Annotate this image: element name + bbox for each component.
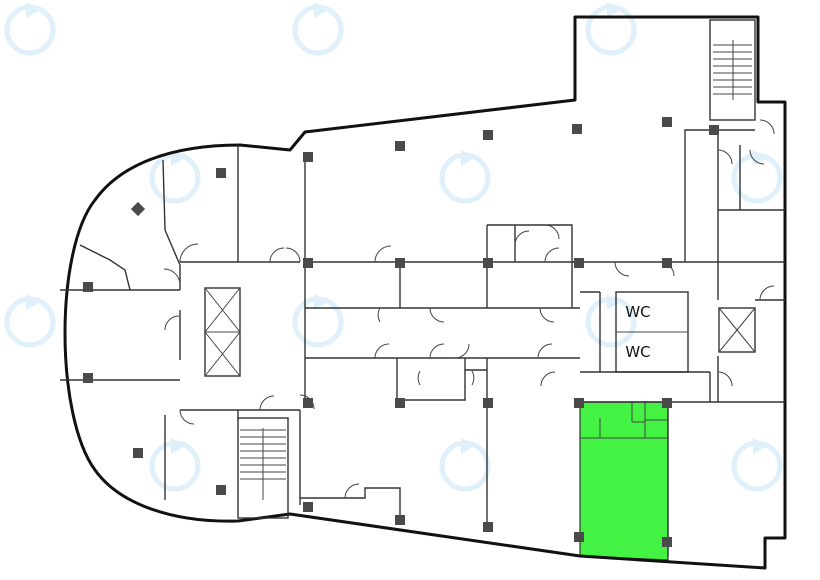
column — [574, 532, 584, 542]
structural-columns — [83, 117, 719, 547]
column — [130, 201, 146, 217]
refresh-arrow-icon — [4, 294, 56, 348]
column — [574, 258, 584, 268]
refresh-arrow-icon — [439, 438, 491, 492]
refresh-arrow-icon — [731, 438, 783, 492]
column — [395, 258, 405, 268]
refresh-arrow-icon — [731, 150, 783, 204]
wc-block: WC WC — [615, 291, 689, 373]
column — [662, 398, 672, 408]
building-outline — [63, 15, 787, 570]
column — [483, 398, 493, 408]
stairs-top — [709, 19, 756, 121]
refresh-arrow-icon — [292, 294, 344, 348]
column — [216, 168, 226, 178]
column — [395, 398, 405, 408]
interior-walls — [60, 129, 785, 556]
column — [303, 258, 313, 268]
refresh-arrow-icon — [439, 150, 491, 204]
refresh-arrow-icon — [149, 150, 201, 204]
column — [662, 258, 672, 268]
column — [303, 152, 313, 162]
column — [572, 124, 582, 134]
column — [709, 125, 719, 135]
column — [216, 485, 226, 495]
column — [395, 141, 405, 151]
column — [483, 130, 493, 140]
stairs-bottom — [237, 417, 289, 519]
highlighted-unit-partitions — [580, 402, 668, 439]
door-swings — [163, 119, 775, 499]
column — [483, 258, 493, 268]
column — [303, 398, 313, 408]
column — [574, 398, 584, 408]
highlighted-unit[interactable] — [579, 401, 669, 561]
column — [83, 373, 93, 383]
column — [483, 522, 493, 532]
column — [662, 117, 672, 127]
column — [133, 448, 143, 458]
refresh-arrow-icon — [292, 2, 344, 56]
refresh-arrow-icon — [149, 438, 201, 492]
wc-label-upper: WC — [625, 303, 650, 321]
elevator-core-right — [718, 307, 756, 353]
elevator-core-left — [204, 287, 241, 377]
column — [303, 502, 313, 512]
wc-label-lower: WC — [625, 343, 650, 361]
refresh-arrow-icon — [585, 2, 637, 56]
refresh-arrow-icon — [4, 2, 56, 56]
column — [395, 515, 405, 525]
column — [662, 537, 672, 547]
refresh-arrow-icon — [585, 294, 637, 348]
column — [83, 282, 93, 292]
